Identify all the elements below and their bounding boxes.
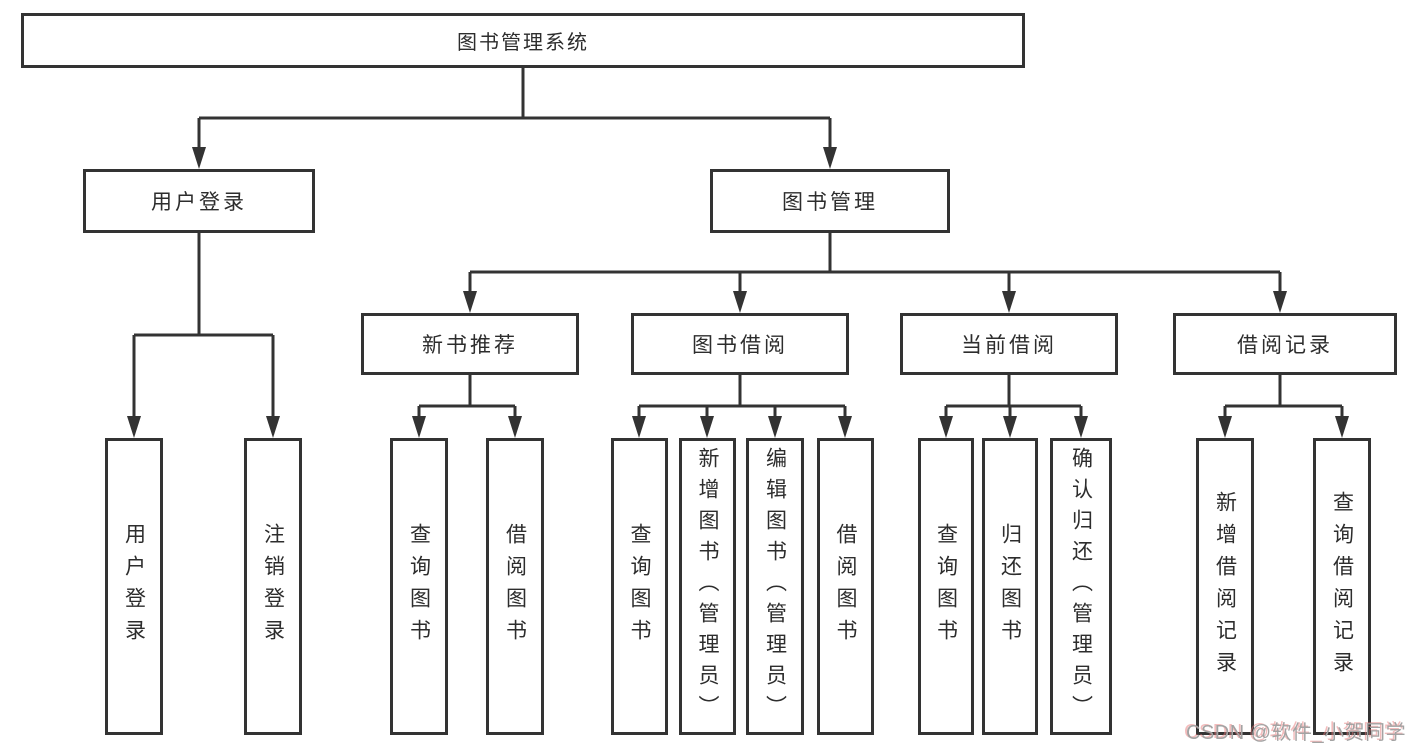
leaf-logout: 注销登录 (244, 438, 302, 735)
connector-borrow-records-to-leaves (1218, 375, 1349, 438)
leaf-query-book-1-label: 查询图书 (407, 522, 431, 651)
node-user-login: 用户登录 (83, 169, 315, 233)
leaf-logout-label: 注销登录 (261, 522, 285, 651)
node-new-book-recommend: 新书推荐 (361, 313, 579, 375)
leaf-return-book: 归还图书 (982, 438, 1038, 735)
connector-user-login-to-leaves (127, 232, 280, 438)
leaf-edit-book-admin-label: 编辑图书（管理员） (763, 447, 787, 726)
connector-book-borrow-to-leaves (632, 375, 852, 438)
leaf-add-book-admin: 新增图书（管理员） (679, 438, 736, 735)
leaf-query-borrow-record: 查询借阅记录 (1313, 438, 1371, 735)
leaf-query-book-3: 查询图书 (918, 438, 974, 735)
leaf-edit-book-admin: 编辑图书（管理员） (746, 438, 804, 735)
leaf-confirm-return-admin-label: 确认归还（管理员） (1069, 447, 1093, 726)
leaf-borrow-book-1-label: 借阅图书 (503, 522, 527, 651)
connector-current-borrow-to-leaves (939, 375, 1088, 438)
leaf-add-borrow-record: 新增借阅记录 (1196, 438, 1254, 735)
leaf-confirm-return-admin: 确认归还（管理员） (1050, 438, 1112, 735)
leaf-query-book-2: 查询图书 (611, 438, 668, 735)
leaf-borrow-book-2: 借阅图书 (817, 438, 874, 735)
leaf-query-book-2-label: 查询图书 (628, 522, 651, 651)
leaf-add-borrow-record-label: 新增借阅记录 (1213, 490, 1237, 683)
leaf-borrow-book-2-label: 借阅图书 (834, 522, 857, 651)
node-root-library-system: 图书管理系统 (21, 13, 1025, 68)
leaf-user-login-label: 用户登录 (122, 522, 146, 651)
node-book-borrowing: 图书借阅 (631, 313, 849, 375)
leaf-query-book-3-label: 查询图书 (934, 522, 958, 651)
connector-root-to-level2 (192, 67, 837, 169)
leaf-query-book-1: 查询图书 (390, 438, 448, 735)
leaf-query-borrow-record-label: 查询借阅记录 (1330, 490, 1354, 683)
leaf-borrow-book-1: 借阅图书 (486, 438, 544, 735)
node-current-borrowing: 当前借阅 (900, 313, 1118, 375)
connector-new-book-rec-to-leaves (412, 375, 522, 438)
leaf-return-book-label: 归还图书 (998, 522, 1022, 651)
leaf-add-book-admin-label: 新增图书（管理员） (696, 447, 719, 726)
node-book-management: 图书管理 (710, 169, 950, 233)
csdn-watermark: CSDN @软件_小贺同学 (1186, 722, 1405, 744)
leaf-user-login: 用户登录 (105, 438, 163, 735)
connector-book-mgmt-to-level3 (463, 233, 1287, 313)
node-borrow-records: 借阅记录 (1173, 313, 1397, 375)
